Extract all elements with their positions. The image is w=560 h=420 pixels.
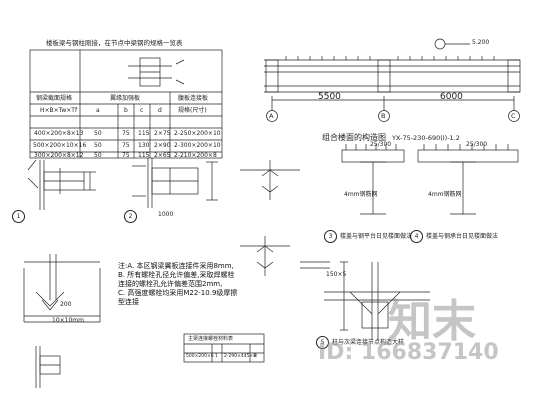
table-row-1-a: 50 xyxy=(94,130,102,137)
dim-4mm-b: 4mm钢筋网 xyxy=(428,191,462,198)
detail-2-marker: 2 xyxy=(124,210,137,223)
span-left-dim: 5500 xyxy=(318,92,341,102)
table-header-web: 腹板连接板 xyxy=(178,95,209,102)
axis-b: B xyxy=(381,112,386,120)
beam-elevation xyxy=(264,38,521,122)
note-line-5: 型连接 xyxy=(118,298,139,306)
axis-c: C xyxy=(511,112,516,120)
elevation-note: 5.200 xyxy=(472,39,490,46)
dim-25-300-a: 25/300 xyxy=(370,141,392,148)
table-header-flange: 翼缘加强板 xyxy=(110,95,141,102)
detail-4-marker: 4 xyxy=(410,230,423,243)
table-subheader-b: b xyxy=(124,107,128,114)
detail-5-marker: 5 xyxy=(316,336,329,349)
table-row-2-b: 75 xyxy=(122,142,130,149)
watermark-brand: 知末 xyxy=(388,296,476,347)
table-row-3-size: 300×200×8×12 xyxy=(34,152,84,159)
spec-table-drawing xyxy=(29,49,223,159)
table-header-beam: 钢梁截面规格 xyxy=(36,95,73,102)
note-line-3: 连接的螺栓孔允许偏差范围2mm, xyxy=(118,280,223,288)
column-sections xyxy=(240,160,330,276)
table-row-2-a: 50 xyxy=(94,142,102,149)
table-row-1-b: 75 xyxy=(122,130,130,137)
small-table-title: 主梁连接螺栓材料表 xyxy=(188,336,234,342)
table-subheader-d: d xyxy=(158,107,162,114)
table-row-3-a: 50 xyxy=(94,152,102,159)
detail-3-caption: 楼盖与钢平台日见楼面做法 xyxy=(340,233,413,240)
dim-150: 150×5 xyxy=(326,271,347,278)
detail-3-marker: 3 xyxy=(324,230,337,243)
table-row-3-d: 2×65 xyxy=(154,152,171,159)
dim-4mm-a: 4mm钢筋网 xyxy=(344,191,378,198)
small-table-cell-4: 8 xyxy=(254,354,257,359)
bolt-detail-drawing xyxy=(35,346,61,388)
table-row-1-spec: 2-250×200×10 xyxy=(174,130,221,137)
dim-200: 200 xyxy=(60,301,72,308)
table-subheader-a: a xyxy=(96,107,100,114)
span-right-dim: 6000 xyxy=(440,92,463,102)
beam-caption-code: YX-75-230-690(I)-1.2 xyxy=(392,134,460,142)
table-row-3-b: 75 xyxy=(122,152,130,159)
table-row-2-c: 130 xyxy=(138,142,150,149)
detail-2-drawing xyxy=(132,158,218,208)
axis-a: A xyxy=(269,112,274,120)
table-row-2-size: 500×200×10×16 xyxy=(33,142,87,149)
table-row-1-size: 400×200×8×13 xyxy=(34,130,84,137)
detail-3-drawing xyxy=(341,144,405,215)
table-row-2-spec: 2-300×200×10 xyxy=(174,142,221,149)
table-row-2-d: 2×90 xyxy=(154,142,171,149)
table-subheader-spec: 规格(尺寸) xyxy=(178,107,207,114)
detail-4-drawing xyxy=(417,144,519,215)
detail-1-marker: 1 xyxy=(12,210,25,223)
detail-1-drawing xyxy=(27,159,96,210)
table-row-1-d: 2×75 xyxy=(154,130,171,137)
table-subheader-h: H×B×Tw×Tf xyxy=(40,107,78,114)
dim-25-300-b: 25/300 xyxy=(466,141,488,148)
detail-5-drawing xyxy=(324,261,430,340)
note-line-2: B. 所有螺栓孔径允许偏差,采取焊螺栓 xyxy=(118,271,235,279)
table-row-3-spec: 2-210×200×8 xyxy=(174,152,217,159)
table-subheader-c: c xyxy=(140,107,144,114)
beam-caption: 组合楼面的构造图 xyxy=(322,133,386,142)
detail-5-caption: 柱与次梁连接节点构造大样 xyxy=(332,339,405,346)
small-table-cell-3: 2-290×445×8 xyxy=(224,354,257,359)
note-line-4: C. 高强度螺栓均采用M22-10.9级摩擦 xyxy=(118,289,238,297)
table-row-1-c: 115 xyxy=(138,130,150,137)
table-row-3-c: 115 xyxy=(138,152,150,159)
base-detail-drawing xyxy=(23,254,101,323)
watermark-id: ID: 166837140 xyxy=(318,340,499,365)
small-table-cell-1: 500×200×6 xyxy=(186,354,214,359)
note-line-1: 注:A. 本区钢梁翼板连接件采用8mm, xyxy=(118,262,234,270)
table-title: 楼板梁与钢柱刚接，在节点中梁钢的规格一览表 xyxy=(46,39,183,47)
small-table-drawing xyxy=(183,333,265,363)
dim-10: 10×10mm xyxy=(52,317,84,324)
detail-4-caption: 楼盖与钢承台日见楼面做法 xyxy=(426,233,499,240)
dim-1000: 1000 xyxy=(158,211,174,218)
small-table-cell-2: 1 xyxy=(215,354,218,359)
